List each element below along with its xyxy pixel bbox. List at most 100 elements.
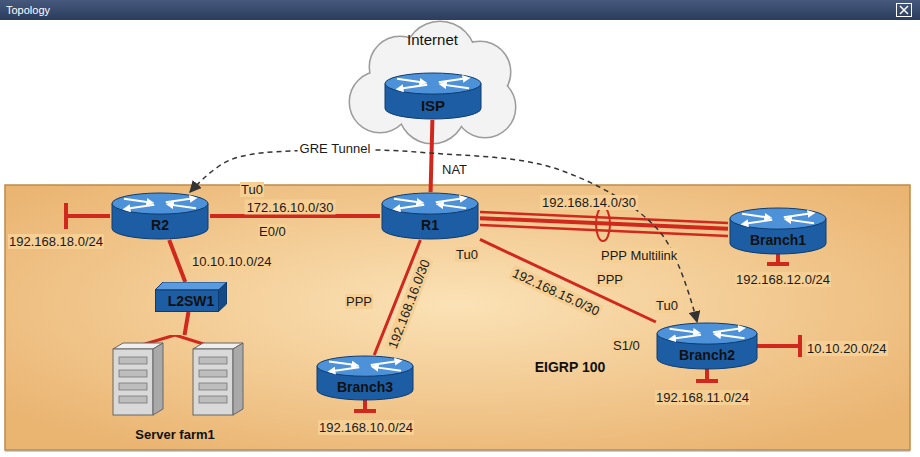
tunnel-arc: [190, 150, 697, 322]
window-edge: [5, 451, 910, 452]
server-bay: [199, 370, 227, 377]
router-name: Branch2: [679, 347, 735, 363]
label-anchor: 192.168.16.0/30: [409, 302, 507, 320]
interface-label: 192.168.12.0/24: [735, 272, 831, 287]
router-icon: Branch2: [655, 322, 759, 370]
label-anchor: 192.168.10.0/24: [318, 418, 414, 436]
server-side: [233, 343, 243, 415]
interface-label: 192.168.18.0/24: [8, 234, 104, 249]
router-arrow: [443, 85, 469, 89]
text-area: EIGRP 100: [505, 355, 635, 379]
label-anchor: 10.10.20.0/24: [806, 339, 888, 357]
router-arrow: [742, 214, 768, 218]
lan-stub: [68, 214, 110, 218]
interface-label: PPP: [596, 272, 624, 287]
text-area: Server farm1: [95, 423, 255, 445]
router-arrow: [788, 220, 814, 224]
title-bar: Topology: [0, 0, 920, 20]
label-anchor: NAT: [440, 160, 469, 178]
router-top: [385, 73, 481, 94]
label-anchor: Tu0: [655, 296, 679, 314]
server-bay: [199, 383, 227, 390]
server-bay: [119, 357, 147, 364]
label-anchor: 192.168.15.0/30: [556, 290, 654, 308]
server-bay: [119, 383, 147, 390]
lan-terminator: [798, 335, 802, 357]
label-anchor: Tu0: [240, 180, 264, 198]
router-arrow: [371, 361, 399, 365]
interface-label: Tu0: [655, 298, 679, 313]
label-anchor: Tu0: [455, 245, 479, 263]
eigrp-region: R2 R1Branch1L2SW1Branch3 Branch2Server far…: [5, 185, 910, 450]
internet-cloud: ISP Internet: [340, 22, 525, 144]
router-arrow: [399, 85, 427, 89]
router-name: ISP: [421, 97, 445, 114]
switch-side: [219, 283, 227, 312]
server-side: [153, 343, 163, 415]
router-arrow: [397, 79, 423, 83]
router-top: [730, 208, 826, 229]
text-area: L2SW1: [155, 290, 227, 312]
link-label: NAT: [440, 162, 469, 177]
router-icon: Branch3: [315, 355, 415, 401]
group-label: Server farm1: [135, 427, 215, 442]
label-anchor: GRE Tunnel: [335, 146, 410, 164]
link-label: 192.168.16.0/30: [384, 256, 433, 353]
label-anchor: 192.168.18.0/24: [8, 232, 104, 250]
ethernet-link: [185, 312, 189, 335]
cloud-label: Internet: [407, 31, 458, 48]
interface-label: 192.168.10.0/24: [318, 420, 414, 435]
router-arrow: [436, 198, 464, 202]
router-name: R1: [421, 217, 439, 233]
interface-label: PPP Multilink: [600, 248, 678, 263]
router-top: [382, 193, 478, 214]
router-arrow: [672, 335, 701, 339]
close-frame: [897, 4, 912, 17]
router-arrow: [396, 205, 424, 209]
server-group: Server farm1: [95, 335, 255, 447]
router-arrow: [717, 335, 745, 339]
router-arrow: [126, 205, 154, 209]
close-cross: [900, 6, 908, 14]
router-arrow: [170, 205, 196, 209]
ethernet-link: [431, 120, 433, 192]
switch-top: [155, 282, 227, 290]
label-anchor: PPP Multilink: [600, 246, 678, 264]
router-top: [112, 193, 208, 214]
region-label: EIGRP 100: [535, 359, 606, 375]
label-anchor: 10.10.10.0/24: [190, 252, 274, 270]
switch-icon: L2SW1: [155, 282, 227, 312]
router-arrow: [744, 220, 772, 224]
label-anchor: PPP: [345, 292, 373, 310]
window-title: Topology: [0, 0, 50, 20]
server-bay: [119, 396, 147, 403]
ethernet-link: [169, 240, 185, 282]
router-icon: ISP: [383, 72, 483, 120]
router-arrow: [329, 362, 355, 366]
tunnel-label: GRE Tunnel: [298, 141, 373, 156]
lan-terminator: [64, 203, 68, 229]
router-arrow: [166, 198, 194, 202]
ethernet-link: [480, 218, 728, 229]
region-fill: [5, 185, 910, 450]
server-front: [113, 349, 153, 415]
router-arrow: [331, 367, 359, 371]
link-label: 192.168.15.0/30: [508, 264, 603, 319]
text-area: Branch1: [728, 229, 828, 251]
lan-terminator: [354, 409, 376, 413]
router-top: [657, 323, 757, 344]
close-button: [896, 3, 912, 17]
text-area: R1: [380, 214, 480, 236]
link-label: 172.16.10.0/30: [245, 200, 336, 215]
router-arrow: [394, 199, 420, 203]
text-area: R2: [110, 214, 210, 236]
router-arrow: [124, 199, 150, 203]
server-bay: [199, 396, 227, 403]
lan-stub: [363, 399, 367, 410]
router-arrow: [440, 205, 466, 209]
interface-label: 10.10.20.0/24: [806, 341, 888, 356]
label-anchor: 192.168.12.0/24: [735, 270, 831, 288]
server-bay: [119, 370, 147, 377]
